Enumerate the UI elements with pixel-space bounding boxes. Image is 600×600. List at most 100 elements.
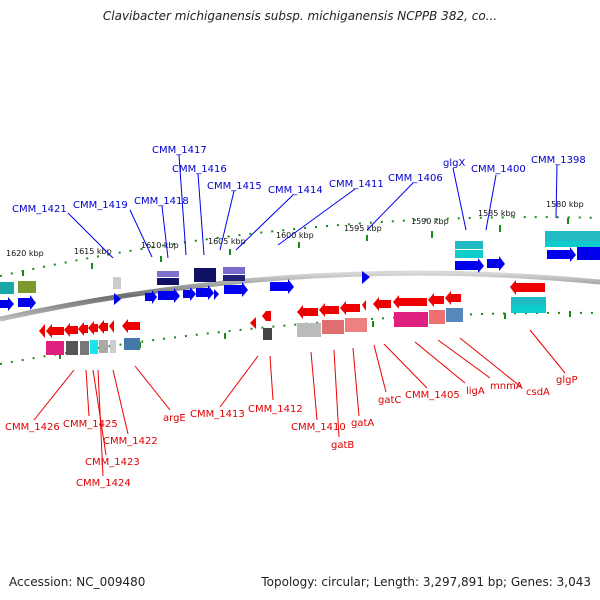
feature-box — [263, 328, 272, 340]
gene-arrow — [373, 297, 391, 311]
gene-arrow — [428, 293, 444, 307]
gene-label-cmm-1419: CMM_1419 — [73, 200, 128, 211]
gene-label-liga: ligA — [466, 386, 485, 397]
feature-box — [455, 241, 483, 249]
gene-arrow — [39, 324, 45, 338]
gene-arrow — [577, 247, 600, 260]
gene-arrow — [547, 247, 576, 262]
gene-arrow — [64, 323, 78, 337]
gene-arrow — [455, 258, 484, 273]
gene-label-cmm-1414: CMM_1414 — [268, 185, 323, 196]
gene-label-cmm-1423: CMM_1423 — [85, 457, 140, 468]
gene-label-cmm-1426: CMM_1426 — [5, 422, 60, 433]
feature-box — [46, 341, 64, 355]
feature-box — [80, 341, 89, 355]
ruler-label: 1580 kbp — [546, 200, 584, 209]
gene-label-cmm-1424: CMM_1424 — [76, 478, 131, 489]
reverse-gene-labels: CMM_1426 CMM_1425 CMM_1423 CMM_1424 CMM_… — [5, 375, 578, 489]
feature-box — [90, 340, 98, 354]
gene-label-gatc: gatC — [378, 395, 401, 406]
feature-box — [545, 241, 600, 247]
ruler-label: 1600 kbp — [276, 231, 314, 240]
gene-label-cmm-1410: CMM_1410 — [291, 422, 346, 433]
gene-label-glgx: glgX — [443, 158, 465, 169]
feature-box — [511, 305, 546, 313]
topology-info: Topology: circular; Length: 3,297,891 bp… — [261, 575, 591, 589]
forward-gene-labels: CMM_1421 CMM_1419 CMM_1418 CMM_1417 CMM_… — [12, 145, 586, 215]
gene-label-csda: csdA — [526, 387, 550, 398]
feature-box — [297, 323, 321, 337]
reverse-ruler — [0, 311, 600, 365]
feature-box — [322, 320, 344, 334]
feature-box — [455, 250, 483, 258]
gene-arrow — [18, 295, 36, 310]
feature-box — [511, 297, 546, 305]
ruler-label: 1585 kbp — [478, 209, 516, 218]
gene-arrow — [262, 311, 271, 321]
gene-label-arge: argE — [163, 413, 186, 424]
feature-box — [545, 231, 600, 241]
gene-label-cmm-1422: CMM_1422 — [103, 436, 158, 447]
ruler-label: 1620 kbp — [6, 249, 44, 258]
forward-gene-track — [0, 247, 600, 311]
gene-label-cmm-1417: CMM_1417 — [152, 145, 207, 156]
gene-label-gatb: gatB — [331, 440, 354, 451]
ruler-label: 1615 kbp — [74, 247, 112, 256]
gene-arrow — [214, 289, 219, 300]
feature-box — [99, 340, 108, 353]
genome-backbone — [0, 270, 600, 322]
gene-label-glgp: glgP — [556, 375, 578, 386]
gene-arrow — [270, 279, 294, 294]
gene-arrow — [393, 295, 427, 309]
gene-arrow — [88, 321, 98, 335]
feature-box — [113, 277, 121, 289]
gene-arrow — [114, 293, 121, 305]
forward-leader-lines — [67, 154, 558, 259]
gene-arrow — [362, 271, 370, 284]
gene-arrow — [183, 287, 196, 301]
gene-arrow — [250, 317, 256, 329]
gene-arrow — [340, 301, 360, 315]
feature-box — [157, 271, 179, 277]
gene-arrow — [224, 282, 248, 297]
gene-label-cmm-1412: CMM_1412 — [248, 404, 303, 415]
ruler-label: 1610 kbp — [141, 241, 179, 250]
gene-arrow — [445, 291, 461, 305]
gene-label-cmm-1425: CMM_1425 — [63, 419, 118, 430]
gene-label-cmm-1411: CMM_1411 — [329, 179, 384, 190]
gene-arrow — [196, 285, 214, 300]
gene-label-cmm-1413: CMM_1413 — [190, 409, 245, 420]
accession-info: Accession: NC_009480 — [9, 575, 146, 589]
feature-box — [0, 282, 14, 294]
gene-arrow — [158, 288, 180, 303]
map-title: Clavibacter michiganensis subsp. michiga… — [102, 9, 498, 23]
feature-box — [110, 340, 116, 353]
gene-arrow — [122, 319, 140, 333]
feature-box — [157, 278, 179, 285]
feature-box — [66, 341, 78, 355]
gene-label-cmm-1416: CMM_1416 — [172, 164, 227, 175]
gene-arrow — [319, 303, 339, 317]
feature-box — [394, 312, 428, 327]
feature-box — [429, 310, 445, 324]
ruler-label: 1605 kbp — [208, 237, 246, 246]
gene-arrow — [109, 320, 114, 333]
gene-label-cmm-1415: CMM_1415 — [207, 181, 262, 192]
gene-label-cmm-1398: CMM_1398 — [531, 155, 586, 166]
gene-arrow — [297, 305, 318, 319]
reverse-gene-track — [39, 280, 545, 338]
gene-label-cmm-1406: CMM_1406 — [388, 173, 443, 184]
gene-arrow — [510, 280, 545, 295]
gene-arrow — [362, 300, 366, 311]
gene-label-gata: gatA — [351, 418, 374, 429]
gene-label-mnma: mnmA — [490, 381, 523, 392]
gene-arrow — [145, 290, 157, 304]
gene-arrow — [46, 324, 64, 338]
ruler-label: 1590 kbp — [411, 217, 449, 226]
feature-box — [345, 318, 367, 332]
ruler-labels: 1620 kbp 1615 kbp 1610 kbp 1605 kbp 1600… — [6, 200, 584, 258]
gene-arrow — [78, 322, 88, 336]
gene-arrow — [98, 320, 108, 334]
gene-arrow — [487, 256, 505, 271]
feature-box — [223, 267, 245, 274]
